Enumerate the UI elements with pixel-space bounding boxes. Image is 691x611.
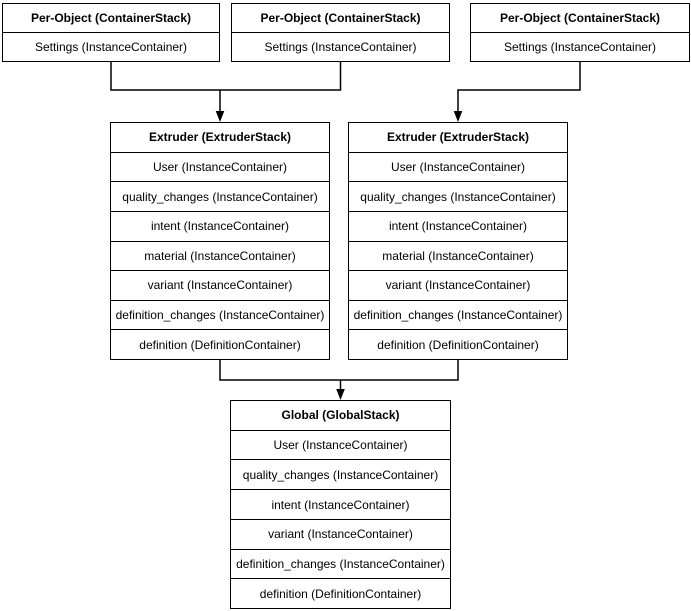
stack-row: User (InstanceContainer) xyxy=(349,153,567,183)
stack-global: Global (GlobalStack) User (InstanceConta… xyxy=(230,400,451,609)
stack-row: variant (InstanceContainer) xyxy=(231,520,450,550)
stack-per-object-2: Per-Object (ContainerStack) Settings (In… xyxy=(231,3,450,62)
stack-row: definition (DefinitionContainer) xyxy=(139,337,301,352)
stack-row: material (InstanceContainer) xyxy=(349,242,567,272)
stack-row: definition_changes (InstanceContainer) xyxy=(231,550,450,580)
stack-row: definition (DefinitionContainer) xyxy=(259,586,422,601)
stack-row: variant (InstanceContainer) xyxy=(111,271,329,301)
stack-row: definition (DefinitionContainer) xyxy=(377,337,539,352)
stack-extruder-left: Extruder (ExtruderStack) User (InstanceC… xyxy=(110,122,330,360)
stack-row: intent (InstanceContainer) xyxy=(349,212,567,242)
stack-row: intent (InstanceContainer) xyxy=(231,490,450,520)
stack-row: definition_changes (InstanceContainer) xyxy=(111,301,329,331)
stack-row: material (InstanceContainer) xyxy=(111,242,329,272)
stack-row: definition_changes (InstanceContainer) xyxy=(349,301,567,331)
stack-per-object-3: Per-Object (ContainerStack) Settings (In… xyxy=(470,3,690,62)
stack-row: User (InstanceContainer) xyxy=(231,431,450,461)
stack-row: Settings (InstanceContainer) xyxy=(264,40,417,54)
stack-row: quality_changes (InstanceContainer) xyxy=(111,182,329,212)
stack-title: Global (GlobalStack) xyxy=(231,401,450,431)
stack-row: Settings (InstanceContainer) xyxy=(503,40,657,54)
stack-row: intent (InstanceContainer) xyxy=(111,212,329,242)
stack-extruder-right: Extruder (ExtruderStack) User (InstanceC… xyxy=(348,122,568,360)
stack-title: Per-Object (ContainerStack) xyxy=(3,4,219,33)
stack-row: variant (InstanceContainer) xyxy=(349,271,567,301)
stack-title: Per-Object (ContainerStack) xyxy=(471,4,689,33)
stack-row: Settings (InstanceContainer) xyxy=(34,40,188,54)
stack-title: Extruder (ExtruderStack) xyxy=(111,123,329,153)
stack-per-object-1: Per-Object (ContainerStack) Settings (In… xyxy=(2,3,220,62)
stack-row: User (InstanceContainer) xyxy=(111,153,329,183)
stack-title: Per-Object (ContainerStack) xyxy=(232,4,449,33)
stack-row: quality_changes (InstanceContainer) xyxy=(349,182,567,212)
stack-title: Extruder (ExtruderStack) xyxy=(349,123,567,153)
stack-row: quality_changes (InstanceContainer) xyxy=(231,460,450,491)
